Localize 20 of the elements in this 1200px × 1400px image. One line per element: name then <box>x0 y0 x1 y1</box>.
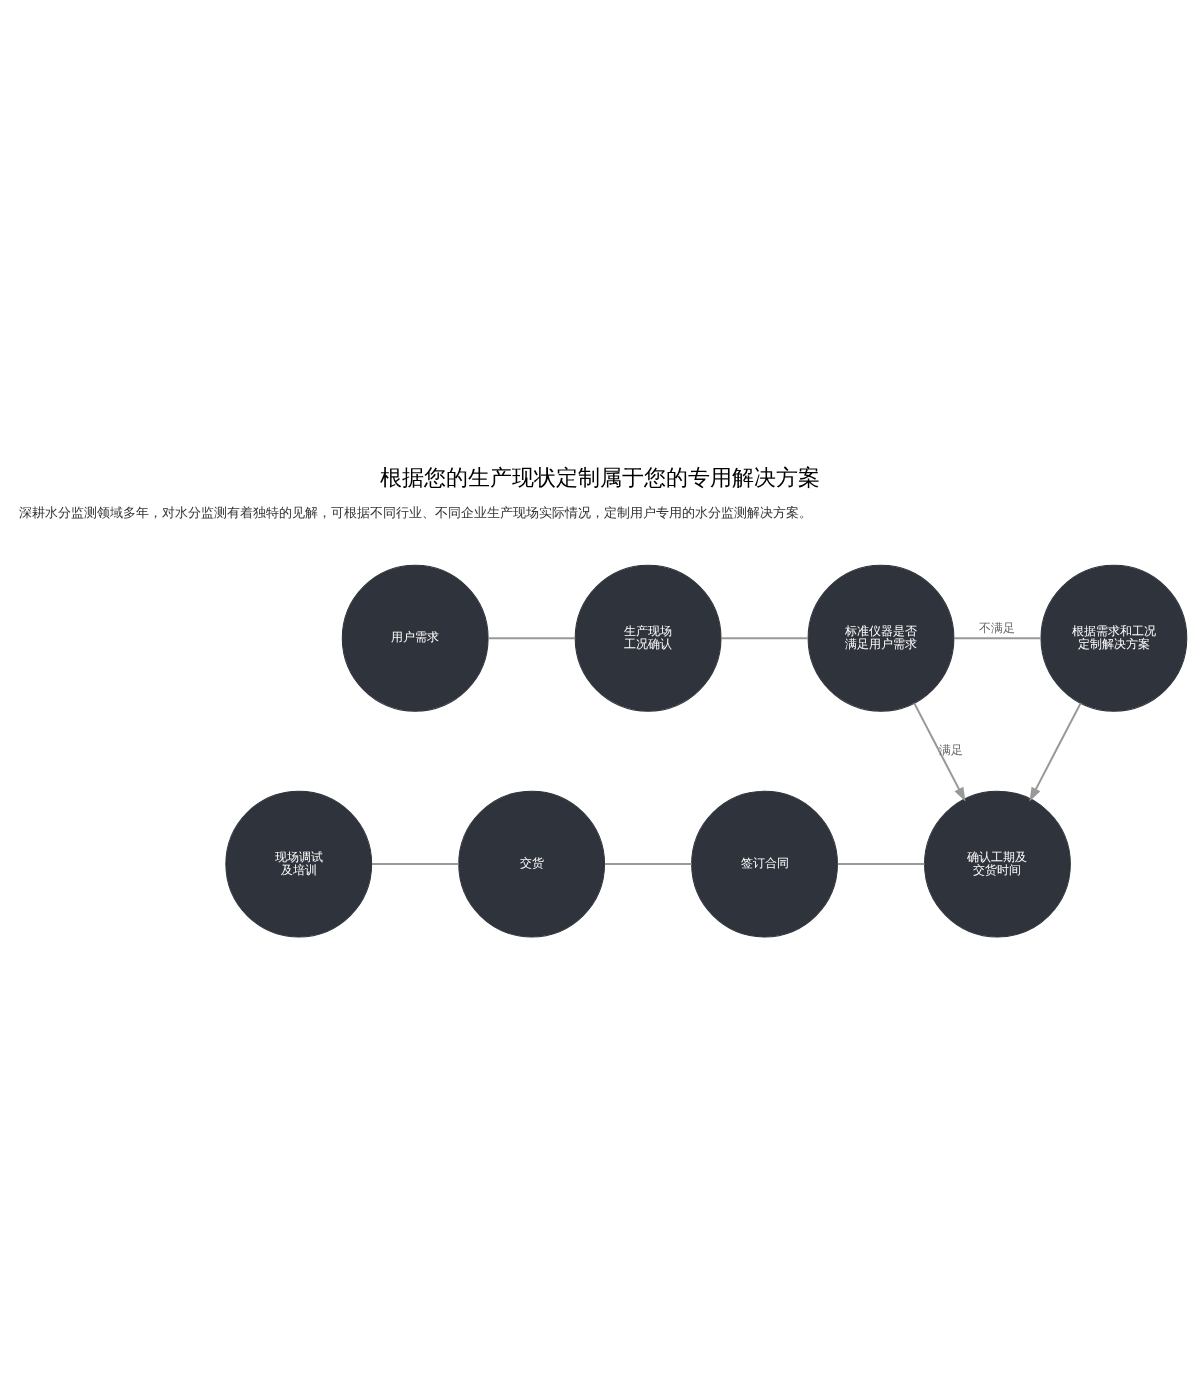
node-circle: 现场调试及培训 <box>225 790 373 938</box>
connector <box>488 637 576 640</box>
node-circle: 生产现场工况确认 <box>574 564 722 712</box>
edge-label: 不满足 <box>979 620 1016 635</box>
node-circle: 根据需求和工况定制解决方案 <box>1040 564 1188 712</box>
connector <box>721 637 809 640</box>
node-circle: 确认工期及交货时间 <box>924 790 1071 938</box>
connector <box>372 863 459 866</box>
node-circle: 用户需求 <box>341 564 489 712</box>
node-circle: 签订合同 <box>691 790 838 938</box>
connector <box>604 863 692 866</box>
diagram-title: 根据您的生产现状定制属于您的专用解决方案 <box>380 463 820 490</box>
node-circle: 标准仪器是否满足用户需求 <box>807 564 955 712</box>
connector <box>837 863 925 866</box>
arrow <box>913 702 966 802</box>
label: 深耕水分监测领域多年，对水分监测有着独特的见解，可根据不同行业、不同企业生产现场实际情况，定制用户专用的水分监测解决方案。 <box>18 505 812 521</box>
arrow <box>1029 702 1082 802</box>
node-circle: 交货 <box>458 790 606 938</box>
connector <box>954 637 1041 640</box>
edge-label: 满足 <box>939 743 964 758</box>
